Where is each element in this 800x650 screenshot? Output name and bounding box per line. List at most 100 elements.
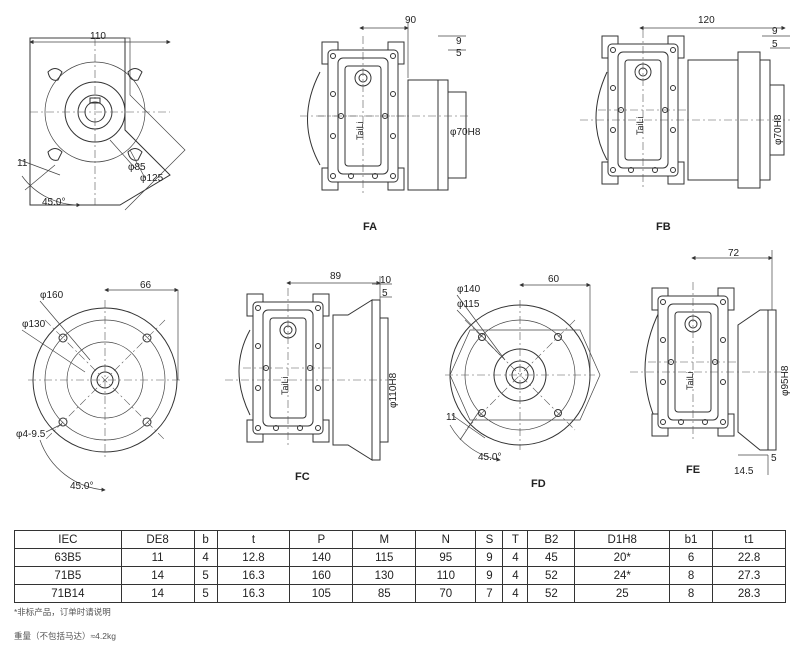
- table-cell: 8: [669, 566, 714, 585]
- table-header-row: IEC DE8 b t P M N S T B2 D1H8 b1 t1: [14, 530, 786, 549]
- table-cell: 5: [193, 584, 218, 603]
- table-cell: 25: [574, 584, 671, 603]
- label-fc: FC: [295, 471, 310, 483]
- table-row: 71B14 14 5 16.3 105 85 70 7 4 52 25 8 28…: [14, 584, 786, 603]
- dim-round-pcd: φ130: [22, 319, 46, 330]
- table-cell: 70: [415, 584, 477, 603]
- dim-square-outer: φ125: [140, 173, 164, 184]
- table-cell: 71B5: [14, 566, 122, 585]
- view-fd: 60 φ140 φ115 11 45.0° FD: [445, 274, 601, 490]
- table-cell: 4: [502, 548, 529, 567]
- table-cell: 14: [120, 584, 195, 603]
- dim-square-hole: 11: [17, 158, 28, 169]
- table-cell: 85: [352, 584, 417, 603]
- table-cell: 8: [669, 584, 714, 603]
- label-fa: FA: [363, 221, 377, 233]
- label-fe: FE: [686, 464, 700, 476]
- table-cell: 16.3: [216, 584, 291, 603]
- table-cell: 4: [193, 548, 218, 567]
- table-cell: 52: [527, 566, 576, 585]
- table-cell: 63B5: [14, 548, 122, 567]
- table-cell: 140: [289, 548, 354, 567]
- table-row: 63B5 11 4 12.8 140 115 95 9 4 45 20* 6 2…: [14, 548, 786, 567]
- view-fb: 120 9 5 φ70H8 FB TaiLi: [580, 15, 790, 233]
- dim-fb-width: 120: [698, 15, 715, 26]
- table-cell: 20*: [574, 548, 671, 567]
- table-cell: 16.3: [216, 566, 291, 585]
- dim-fa-d2: 5: [456, 48, 462, 59]
- dim-fe-bore: φ95H8: [780, 365, 791, 396]
- table-cell: 9: [475, 548, 504, 567]
- table-cell: 95: [415, 548, 477, 567]
- table-cell: 24*: [574, 566, 671, 585]
- dim-round-angle: 45.0°: [70, 481, 93, 492]
- label-fb: FB: [656, 221, 671, 233]
- table-cell: 45: [527, 548, 576, 567]
- col-header: S: [475, 530, 504, 549]
- col-header: IEC: [14, 530, 122, 549]
- dim-square-pcd: φ85: [128, 162, 146, 173]
- table-cell: 4: [502, 566, 529, 585]
- view-fe: 72 φ95H8 14.5 5 FE TaiLi: [630, 248, 791, 477]
- dim-fc-width: 89: [330, 271, 342, 282]
- note-nonstandard: *非标产品，订单时请说明: [14, 607, 111, 617]
- table-row: 71B5 14 5 16.3 160 130 110 9 4 52 24* 8 …: [14, 566, 786, 585]
- spec-table: IEC DE8 b t P M N S T B2 D1H8 b1 t1 63B5…: [14, 530, 786, 603]
- table-cell: 71B14: [14, 584, 122, 603]
- dim-fe-d1: 14.5: [734, 466, 754, 477]
- dim-fc-d2: 5: [382, 288, 388, 299]
- table-cell: 5: [193, 566, 218, 585]
- dim-square-width: 110: [90, 31, 106, 42]
- col-header: B2: [527, 530, 576, 549]
- col-header: t1: [712, 530, 786, 549]
- dim-fd-pilot: φ115: [457, 299, 480, 310]
- table-cell: 22.8: [712, 548, 786, 567]
- brand-fe: TaiLi: [685, 371, 695, 390]
- table-cell: 4: [502, 584, 529, 603]
- col-header: N: [415, 530, 477, 549]
- dim-square-angle: 45.0°: [42, 197, 65, 208]
- table-cell: 9: [475, 566, 504, 585]
- dim-fd-bcd: φ140: [457, 284, 481, 295]
- table-cell: 14: [120, 566, 195, 585]
- col-header: b: [193, 530, 218, 549]
- dim-fb-d2: 5: [772, 39, 778, 50]
- table-cell: 105: [289, 584, 354, 603]
- table-cell: 12.8: [216, 548, 291, 567]
- brand-fb: TaiLi: [635, 116, 645, 135]
- dim-fc-bore: φ110H8: [388, 372, 399, 408]
- table-cell: 115: [352, 548, 417, 567]
- dim-round-width: 66: [140, 280, 152, 291]
- view-fc: 89 10 5 φ110H8 FC TaiLi: [225, 271, 399, 483]
- dim-round-holes: φ4-9.5: [16, 429, 46, 440]
- dim-fa-d1: 9: [456, 36, 462, 47]
- note-weight: 重量（不包括马达）≈4.2kg: [14, 631, 116, 641]
- table-cell: 130: [352, 566, 417, 585]
- dim-fb-bore: φ70H8: [773, 114, 784, 145]
- table-cell: 160: [289, 566, 354, 585]
- round-flange-view: 66 φ160 φ130 φ4-9.5 45.0°: [16, 280, 182, 492]
- table-cell: 11: [120, 548, 195, 567]
- dim-fe-d2: 5: [771, 453, 777, 464]
- brand-fc: TaiLi: [280, 376, 290, 395]
- brand-fa: TaiLi: [355, 121, 365, 140]
- col-header: D1H8: [574, 530, 671, 549]
- col-header: T: [502, 530, 529, 549]
- dim-fd-hole: 11: [446, 412, 457, 423]
- dim-fa-bore: φ70H8: [450, 127, 481, 138]
- col-header: DE8: [120, 530, 195, 549]
- dim-fd-width: 60: [548, 274, 560, 285]
- dim-fd-angle: 45.0°: [478, 452, 501, 463]
- table-cell: 6: [669, 548, 714, 567]
- table-cell: 27.3: [712, 566, 786, 585]
- col-header: M: [352, 530, 417, 549]
- col-header: b1: [669, 530, 714, 549]
- label-fd: FD: [531, 478, 546, 490]
- dim-fe-width: 72: [728, 248, 740, 259]
- table-cell: 52: [527, 584, 576, 603]
- dim-round-outer: φ160: [40, 290, 64, 301]
- dim-fc-d1: 10: [380, 275, 392, 286]
- dim-fa-width: 90: [405, 15, 417, 26]
- square-flange-view: 110 11 φ85 φ125 45.0°: [17, 31, 186, 211]
